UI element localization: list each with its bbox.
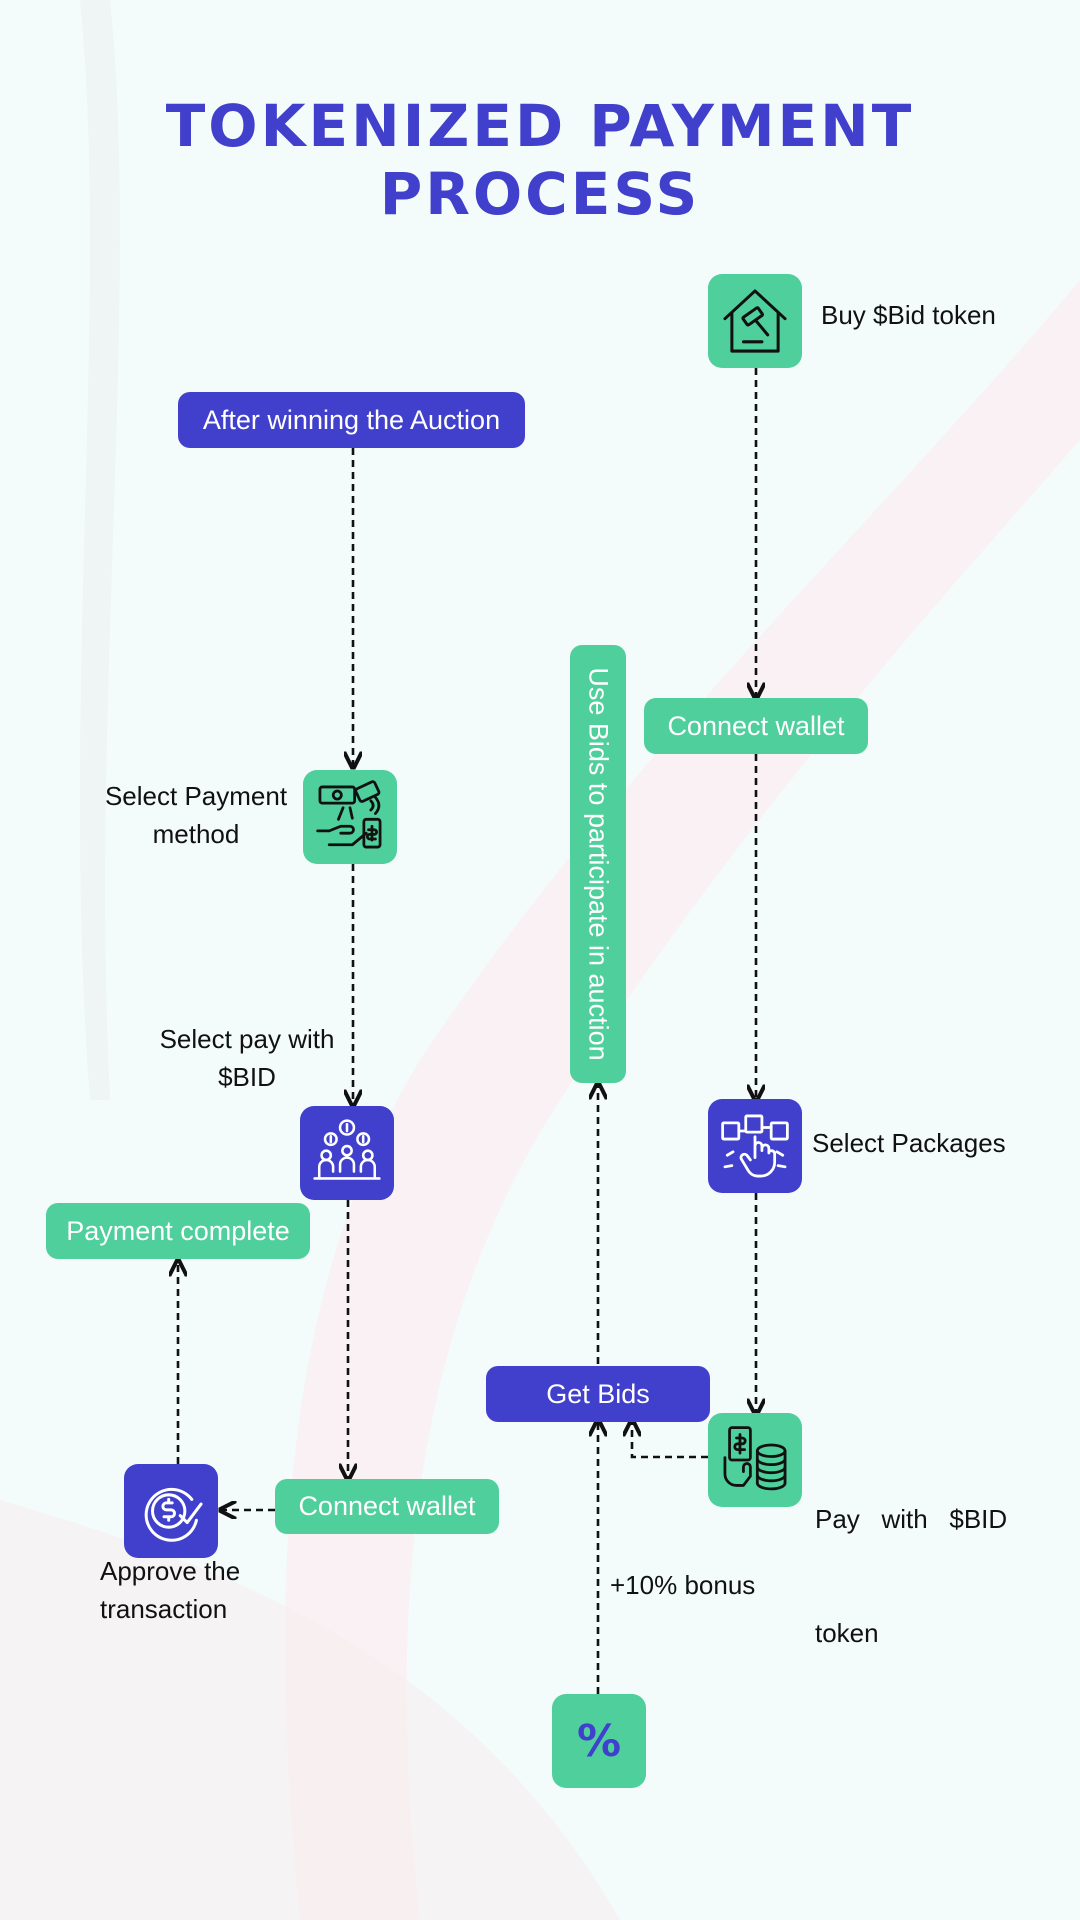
use-bids-node: Use Bids to participate in auction — [570, 645, 626, 1083]
cash-coins-icon — [708, 1413, 802, 1507]
payment-method-icon — [303, 770, 397, 864]
connect-wallet-left-label: Connect wallet — [298, 1491, 476, 1521]
after-winning-auction-label: After winning the Auction — [202, 404, 501, 435]
percent-icon: % — [552, 1694, 646, 1788]
connect-wallet-right-node: Connect wallet — [644, 698, 868, 754]
payment-complete-node: Payment complete — [46, 1203, 310, 1259]
auction-house-icon — [708, 274, 802, 368]
connect-wallet-left-node: Connect wallet — [275, 1479, 499, 1534]
edge-pay-to-getbids — [632, 1422, 708, 1459]
get-bids-label: Get Bids — [546, 1378, 650, 1409]
select-pay-with-bid-label: Select pay with $BID — [159, 1024, 335, 1092]
payment-complete-label: Payment complete — [66, 1215, 290, 1246]
get-bids-node: Get Bids — [486, 1366, 710, 1422]
dollar-check-icon — [124, 1464, 218, 1558]
buy-bid-token-label: Buy $Bid token — [821, 300, 996, 330]
use-bids-label: Use Bids to participate in auction — [583, 667, 614, 1061]
touch-select-icon — [708, 1099, 802, 1193]
connect-wallet-right-label: Connect wallet — [667, 710, 845, 741]
after-winning-auction-node: After winning the Auction — [178, 392, 525, 448]
bonus-label: +10% bonus — [610, 1570, 756, 1600]
pay-with-bid-label: Pay with $BID token — [815, 1504, 1008, 1648]
investors-icon — [300, 1106, 394, 1200]
page-title: TOKENIZED PAYMENT PROCESS — [165, 92, 915, 228]
approve-transaction-label: Approve the transaction — [100, 1556, 241, 1624]
select-payment-method-label: Select Payment method — [104, 781, 288, 849]
percent-symbol: % — [576, 1715, 622, 1767]
select-packages-label: Select Packages — [812, 1128, 1006, 1158]
